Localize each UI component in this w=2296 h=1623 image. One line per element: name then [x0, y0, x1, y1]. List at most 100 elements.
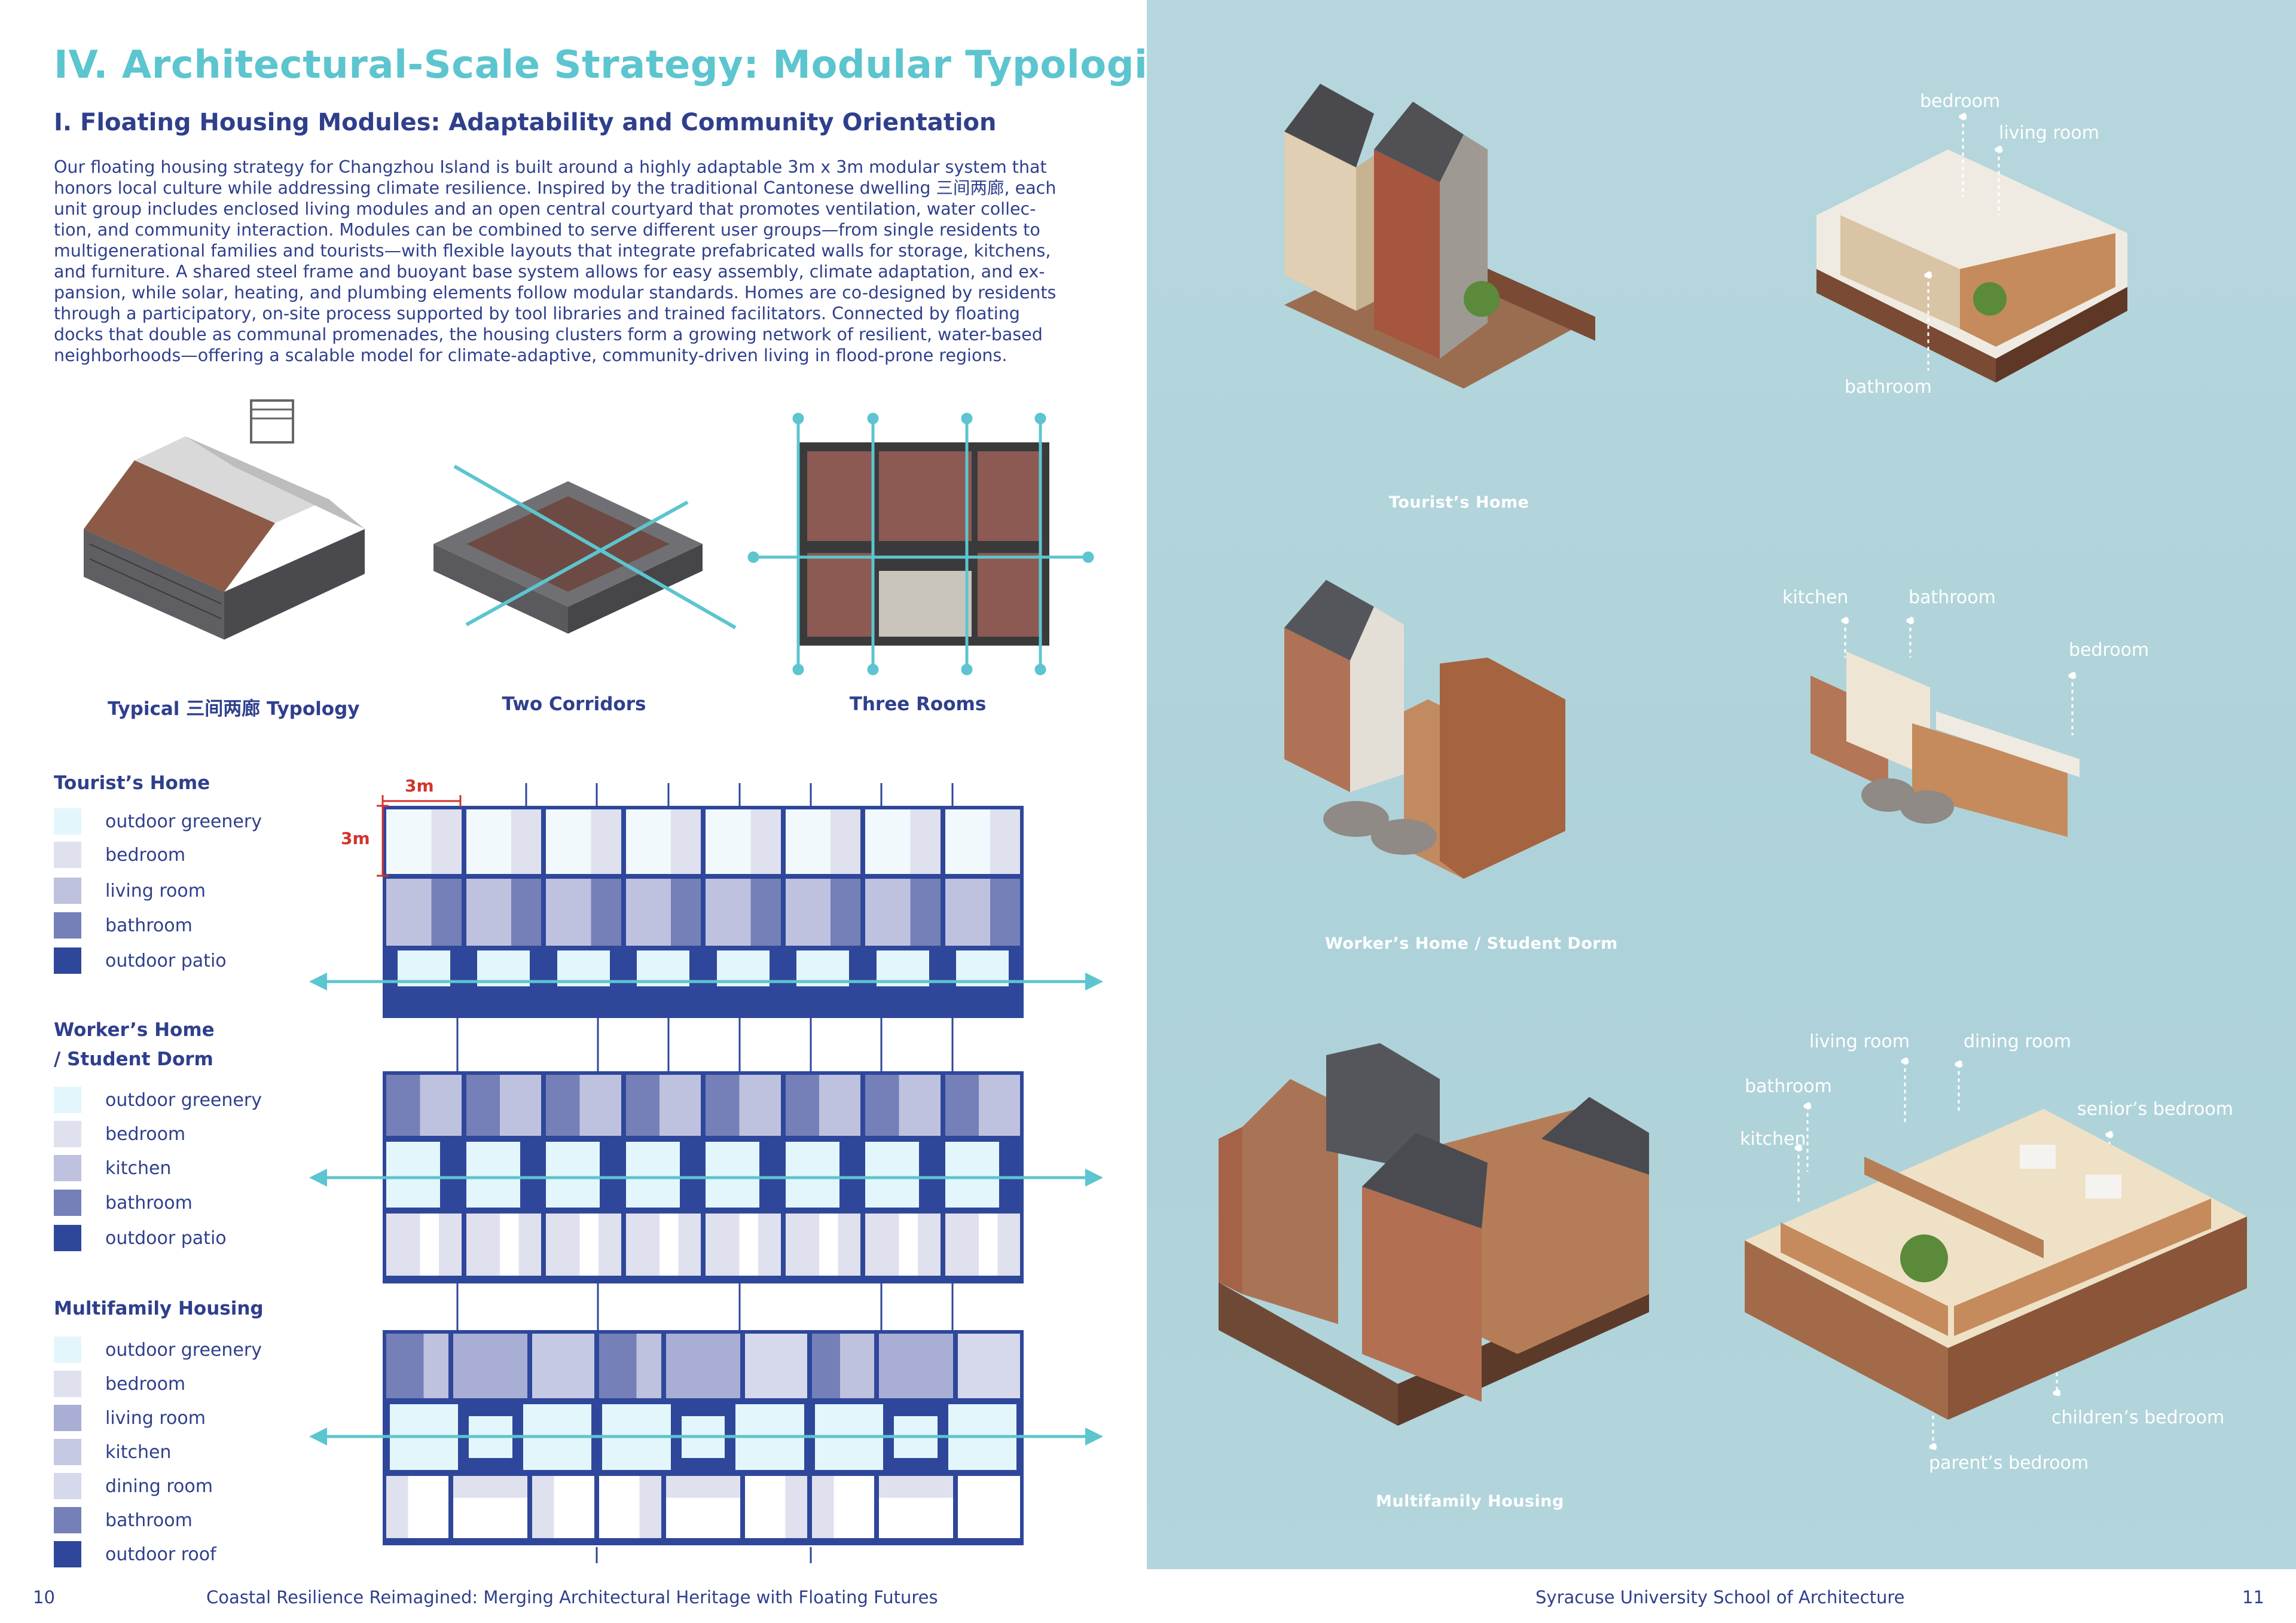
grid-cell	[865, 1214, 941, 1276]
legend-swatch	[54, 1155, 81, 1181]
grid-cell	[706, 809, 781, 874]
caption-corridors: Two Corridors	[502, 693, 646, 715]
grid-cell	[386, 1476, 448, 1538]
caption-typical: Typical 三间两廊 Typology	[108, 698, 360, 720]
worker-home-section	[1810, 652, 2080, 837]
grid-cell	[625, 1075, 701, 1136]
grid-cell	[665, 1476, 741, 1538]
grid-cell	[865, 879, 941, 946]
legend-item: bathroom	[54, 1507, 193, 1533]
legend-swatch	[54, 1087, 81, 1113]
grid-cell	[812, 1334, 874, 1398]
grid-cell	[532, 1476, 594, 1538]
dimension-height-label: 3m	[341, 829, 370, 848]
body-line: honors local culture while addressing cl…	[54, 178, 1057, 198]
grid-cell	[785, 879, 860, 946]
legend-swatch	[54, 1337, 81, 1363]
right-page-panel: Tourist’s Home bedroom living room bathr…	[1147, 0, 2296, 1569]
legend-label: dining room	[105, 1475, 213, 1497]
legend-item: outdoor greenery	[54, 1087, 262, 1113]
legend-swatch	[54, 1439, 81, 1465]
label-living-room-mf: living room	[1809, 1031, 1910, 1052]
legend-swatch	[54, 1507, 81, 1533]
legend-label: outdoor greenery	[105, 1339, 262, 1361]
grid-cell	[599, 1334, 661, 1398]
legend-title-tourist: Tourist’s Home	[54, 772, 210, 794]
legend-swatch	[54, 912, 81, 939]
legend-label: living room	[105, 1407, 206, 1429]
caption-tourist-home: Tourist’s Home	[1389, 493, 1529, 512]
legend-item: bedroom	[54, 842, 185, 868]
grid-cell	[466, 1214, 541, 1276]
legend-swatch	[54, 1541, 81, 1567]
label-bathroom: bathroom	[1845, 377, 1932, 398]
legend-swatch	[54, 808, 81, 835]
page-number-right: 11	[2242, 1587, 2264, 1607]
grid-cell	[386, 879, 462, 946]
legend-label: living room	[105, 880, 206, 901]
grid-cell	[785, 1214, 860, 1276]
publication-title: Coastal Resilience Reimagined: Merging A…	[206, 1587, 938, 1607]
body-line: tion, and community interaction. Modules…	[54, 220, 1040, 240]
body-line: unit group includes enclosed living modu…	[54, 199, 1036, 219]
legend-item: kitchen	[54, 1439, 171, 1465]
grid-cell	[878, 1334, 954, 1398]
label-bathroom-worker: bathroom	[1909, 587, 1996, 608]
legend-swatch	[54, 1190, 81, 1216]
legend-label: outdoor patio	[105, 1227, 227, 1249]
grid-cell	[706, 1214, 781, 1276]
legend-item: bedroom	[54, 1371, 185, 1397]
legend-title-multifamily: Multifamily Housing	[54, 1298, 264, 1319]
body-paragraph: Our floating housing strategy for Changz…	[54, 157, 1094, 366]
two-corridors-illustration	[433, 464, 737, 634]
page-title: IV. Architectural-Scale Strategy: Modula…	[54, 43, 1197, 87]
legend-label: bedroom	[105, 1123, 186, 1145]
grid-cell	[453, 1476, 528, 1538]
body-line: multigenerational families and tourists—…	[54, 241, 1051, 261]
legend-swatch	[54, 1225, 81, 1251]
section-subtitle: I. Floating Housing Modules: Adaptabilit…	[54, 109, 997, 136]
legend-item: living room	[54, 1405, 206, 1431]
grid-cell	[386, 1214, 462, 1276]
grid-cell	[546, 809, 621, 874]
legend-item: bedroom	[54, 1121, 185, 1147]
grid-cell	[386, 1334, 448, 1398]
legend-swatch	[54, 1121, 81, 1147]
legend-label: bedroom	[105, 844, 186, 866]
legend-label: bedroom	[105, 1373, 186, 1395]
grid-cell	[665, 1334, 741, 1398]
body-line: docks that double as communal promenades…	[54, 325, 1043, 344]
body-line: pansion, while solar, heating, and plumb…	[54, 283, 1057, 302]
label-bedroom: bedroom	[1920, 91, 2001, 112]
three-rooms-plan	[747, 412, 1094, 676]
legend-item: outdoor patio	[54, 1225, 227, 1251]
grid-cell	[466, 879, 541, 946]
tourist-home-model	[1284, 84, 1595, 389]
label-children-bedroom: children’s bedroom	[2051, 1407, 2225, 1428]
legend-item: outdoor roof	[54, 1541, 216, 1567]
grid-cell	[706, 879, 781, 946]
legend-item: outdoor greenery	[54, 808, 262, 835]
legend-title-worker-line1: Worker’s Home	[54, 1019, 215, 1041]
grid-cell	[785, 1075, 860, 1136]
grid-cell	[599, 1476, 661, 1538]
grid-annotations	[309, 783, 1103, 1563]
legend-swatch	[54, 947, 81, 974]
legend-label: bathroom	[105, 1192, 193, 1214]
typical-typology-illustration	[84, 399, 365, 640]
grid-cell	[865, 809, 941, 874]
legend-item: outdoor patio	[54, 947, 227, 974]
grid-cell	[625, 809, 701, 874]
grid-cell	[812, 1476, 874, 1538]
grid-cell	[706, 1075, 781, 1136]
legend-swatch	[54, 878, 81, 904]
dimension-width-label: 3m	[405, 776, 434, 796]
legend-label: kitchen	[105, 1157, 172, 1179]
legend-label: outdoor patio	[105, 950, 227, 971]
grid-cell	[945, 1075, 1020, 1136]
legend-swatch	[54, 1405, 81, 1431]
legend-label: bathroom	[105, 1509, 193, 1531]
tourist-home-section	[1816, 149, 2127, 383]
legend-label: outdoor greenery	[105, 1089, 262, 1111]
grid-cell	[466, 1075, 541, 1136]
